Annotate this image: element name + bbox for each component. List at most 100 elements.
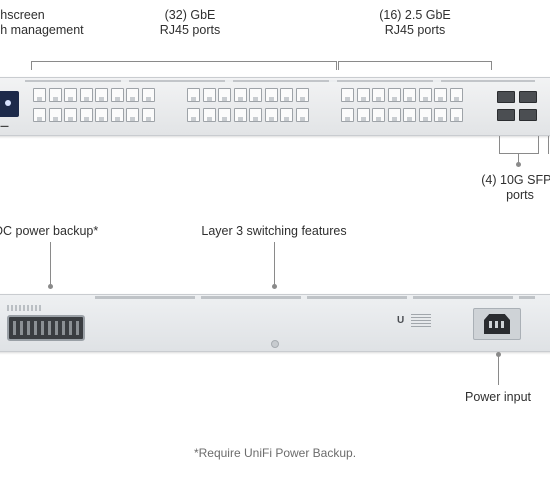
switch-front-panel: ● ▬▬	[0, 77, 550, 136]
gbe-ports-bracket	[31, 61, 337, 70]
power-pin	[501, 321, 504, 328]
rj45-port	[79, 108, 93, 122]
rj45-port	[33, 88, 46, 102]
ge25-ports-bracket	[338, 61, 492, 70]
sfp-bracket-bottom	[499, 153, 539, 154]
rj45-port	[233, 108, 247, 122]
gbe-port-group-1	[33, 88, 155, 124]
rj45-port	[403, 88, 416, 102]
footnote: *Require UniFi Power Backup.	[193, 446, 357, 460]
rj45-port	[387, 88, 401, 102]
sfp-port	[497, 109, 515, 121]
sfp-ports-label-line1: (4) 10G SFP+	[481, 173, 550, 187]
power-socket-opening	[484, 314, 510, 334]
rj45-port	[202, 88, 216, 102]
power-pin	[495, 321, 498, 328]
gbe-ports-label-line1: (32) GbE	[164, 8, 216, 22]
rj45-port	[280, 88, 293, 102]
rj45-port	[64, 108, 77, 122]
rj45-port	[233, 88, 247, 102]
rj45-port	[434, 108, 447, 122]
dc-backup-connector	[7, 315, 85, 341]
ge25-ports-label-line2: RJ45 ports	[384, 23, 446, 37]
sfp-port-group	[497, 91, 537, 121]
rj45-port	[295, 88, 309, 102]
rj45-port	[249, 88, 262, 102]
ubiquiti-logo-icon: U	[397, 315, 405, 326]
rj45-port	[187, 88, 200, 102]
rj45-port	[48, 108, 62, 122]
rj45-port	[341, 88, 354, 102]
front-brand-mark: ● ▬▬	[0, 123, 9, 128]
rj45-port	[126, 88, 139, 102]
rj45-port	[202, 108, 216, 122]
rj45-port	[372, 88, 385, 102]
switch-rear-panel: U	[0, 294, 550, 352]
dc-backup-label: DC power backup*	[0, 224, 99, 238]
rj45-port	[79, 88, 93, 102]
rj45-port	[187, 108, 200, 122]
power-callout-dot	[496, 352, 501, 357]
rj45-port	[95, 108, 108, 122]
touchscreen-label: chscreen ch management	[0, 8, 84, 38]
layer3-callout-line	[274, 242, 275, 286]
sfp-bracket-left	[499, 136, 500, 154]
rj45-port	[218, 88, 231, 102]
gbe-port-group-2	[187, 88, 309, 124]
rj45-port	[110, 108, 124, 122]
rj45-port	[33, 108, 46, 122]
dc-backup-callout-dot	[48, 284, 53, 289]
rj45-port	[372, 108, 385, 122]
touchscreen-display	[0, 91, 19, 117]
touchscreen-label-line1: chscreen	[0, 8, 45, 22]
rating-label	[411, 314, 431, 328]
layer3-label: Layer 3 switching features	[201, 224, 347, 238]
rj45-port	[418, 108, 432, 122]
rj45-port	[434, 88, 447, 102]
rj45-port	[264, 108, 278, 122]
rj45-port	[449, 108, 463, 122]
sfp-ports-label-line2: ports	[506, 188, 534, 202]
sfp-callout-line	[518, 154, 519, 164]
sfp-ports-label: (4) 10G SFP+ ports	[470, 173, 550, 203]
rj45-port	[418, 88, 432, 102]
dc-connector-label	[7, 305, 41, 311]
sfp-callout-dot	[516, 162, 521, 167]
rj45-port	[264, 88, 278, 102]
gbe-ports-label: (32) GbE RJ45 ports	[135, 8, 245, 38]
rj45-port	[141, 88, 155, 102]
rj45-port	[280, 108, 293, 122]
gbe-ports-label-line2: RJ45 ports	[159, 23, 221, 37]
rj45-port	[218, 108, 231, 122]
dc-backup-callout-line	[50, 242, 51, 286]
rj45-port	[110, 88, 124, 102]
layer3-callout-dot	[272, 284, 277, 289]
rj45-port	[387, 108, 401, 122]
rj45-port	[95, 88, 108, 102]
rj45-port	[295, 108, 309, 122]
rj45-port	[341, 108, 354, 122]
rear-vent	[95, 296, 535, 299]
power-callout-line	[498, 355, 499, 385]
power-input-label: Power input	[464, 390, 531, 404]
rj45-port	[141, 108, 155, 122]
rj45-port	[356, 108, 370, 122]
ge25-port-group	[341, 88, 463, 124]
rj45-port	[249, 108, 262, 122]
sfp-port	[519, 91, 537, 103]
rj45-port	[449, 88, 463, 102]
ground-screw	[271, 340, 279, 348]
rj45-port	[64, 88, 77, 102]
front-vent	[25, 80, 535, 82]
edge-bracket	[548, 136, 549, 154]
rj45-port	[126, 108, 139, 122]
ge25-ports-label: (16) 2.5 GbE RJ45 ports	[360, 8, 470, 38]
power-socket-icon	[473, 308, 521, 340]
rj45-port	[48, 88, 62, 102]
sfp-port	[519, 109, 537, 121]
power-pin	[489, 321, 492, 328]
sfp-port	[497, 91, 515, 103]
ge25-ports-label-line1: (16) 2.5 GbE	[379, 8, 451, 22]
rj45-port	[403, 108, 416, 122]
rj45-port	[356, 88, 370, 102]
